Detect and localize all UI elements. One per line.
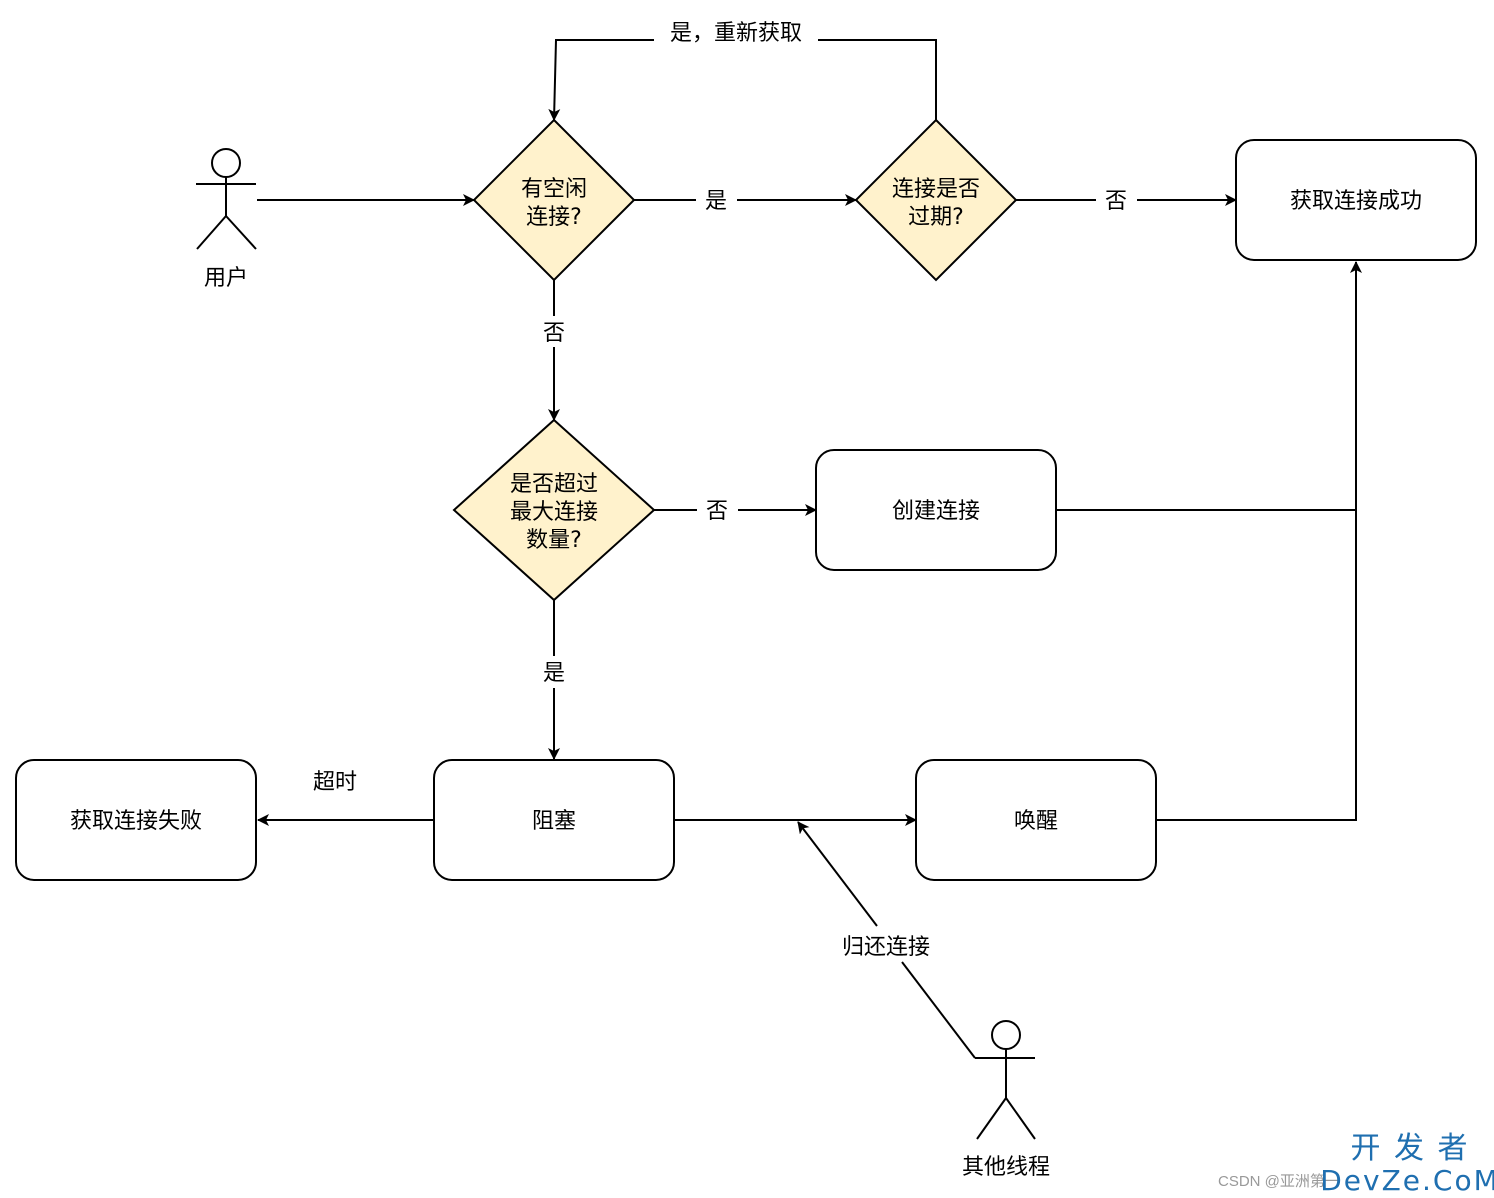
label-success: 获取连接成功 (1290, 189, 1422, 214)
decision-expired (854, 118, 1018, 282)
edge-label-timeout: 超时 (313, 770, 357, 795)
edge-label-max-yes: 是 (543, 661, 565, 686)
process-block (433, 759, 675, 881)
label-expired-line2: 过期? (908, 205, 964, 230)
process-fail (15, 759, 257, 881)
label-wake: 唤醒 (1014, 809, 1058, 834)
label-over-max-line3: 数量? (526, 528, 582, 553)
watermark-brand-bottom: DevZe.CoM (1320, 1164, 1494, 1197)
watermark-csdn: CSDN @亚洲第一 (1218, 1172, 1340, 1190)
edge-retry-right (818, 39, 937, 120)
edge-label-return: 归还连接 (842, 935, 930, 960)
label-has-idle-line1: 有空闲 (521, 177, 587, 202)
process-wake (915, 759, 1157, 881)
label-has-idle-line2: 连接? (526, 205, 582, 230)
label-expired-line1: 连接是否 (892, 177, 980, 202)
edge-create-to-success (1056, 261, 1362, 511)
edge-wake-to-success (1156, 510, 1357, 821)
edge-return-b (797, 821, 878, 927)
label-user: 用户 (204, 266, 248, 291)
label-over-max-line1: 是否超过 (510, 472, 598, 497)
label-block: 阻塞 (532, 809, 576, 834)
edge-label-idle-yes: 是 (705, 189, 727, 214)
edge-return-a (901, 961, 976, 1059)
actor-user-icon (196, 148, 257, 250)
process-create (815, 449, 1057, 571)
decision-has-idle (472, 118, 636, 282)
actor-other-thread-icon (976, 1020, 1036, 1140)
label-fail: 获取连接失败 (70, 809, 202, 834)
label-over-max-line2: 最大连接 (510, 500, 598, 525)
edge-label-idle-no: 否 (543, 321, 565, 346)
process-success (1235, 139, 1477, 261)
label-other-thread: 其他线程 (962, 1155, 1050, 1180)
edge-retry-left (548, 39, 654, 121)
edge-label-max-no: 否 (706, 499, 728, 524)
edge-label-expired-no: 否 (1105, 189, 1127, 214)
edge-label-retry: 是，重新获取 (670, 21, 802, 46)
decision-over-max (452, 418, 656, 602)
watermark-brand-top: 开 发 者 (1350, 1131, 1469, 1166)
label-create: 创建连接 (892, 499, 980, 524)
